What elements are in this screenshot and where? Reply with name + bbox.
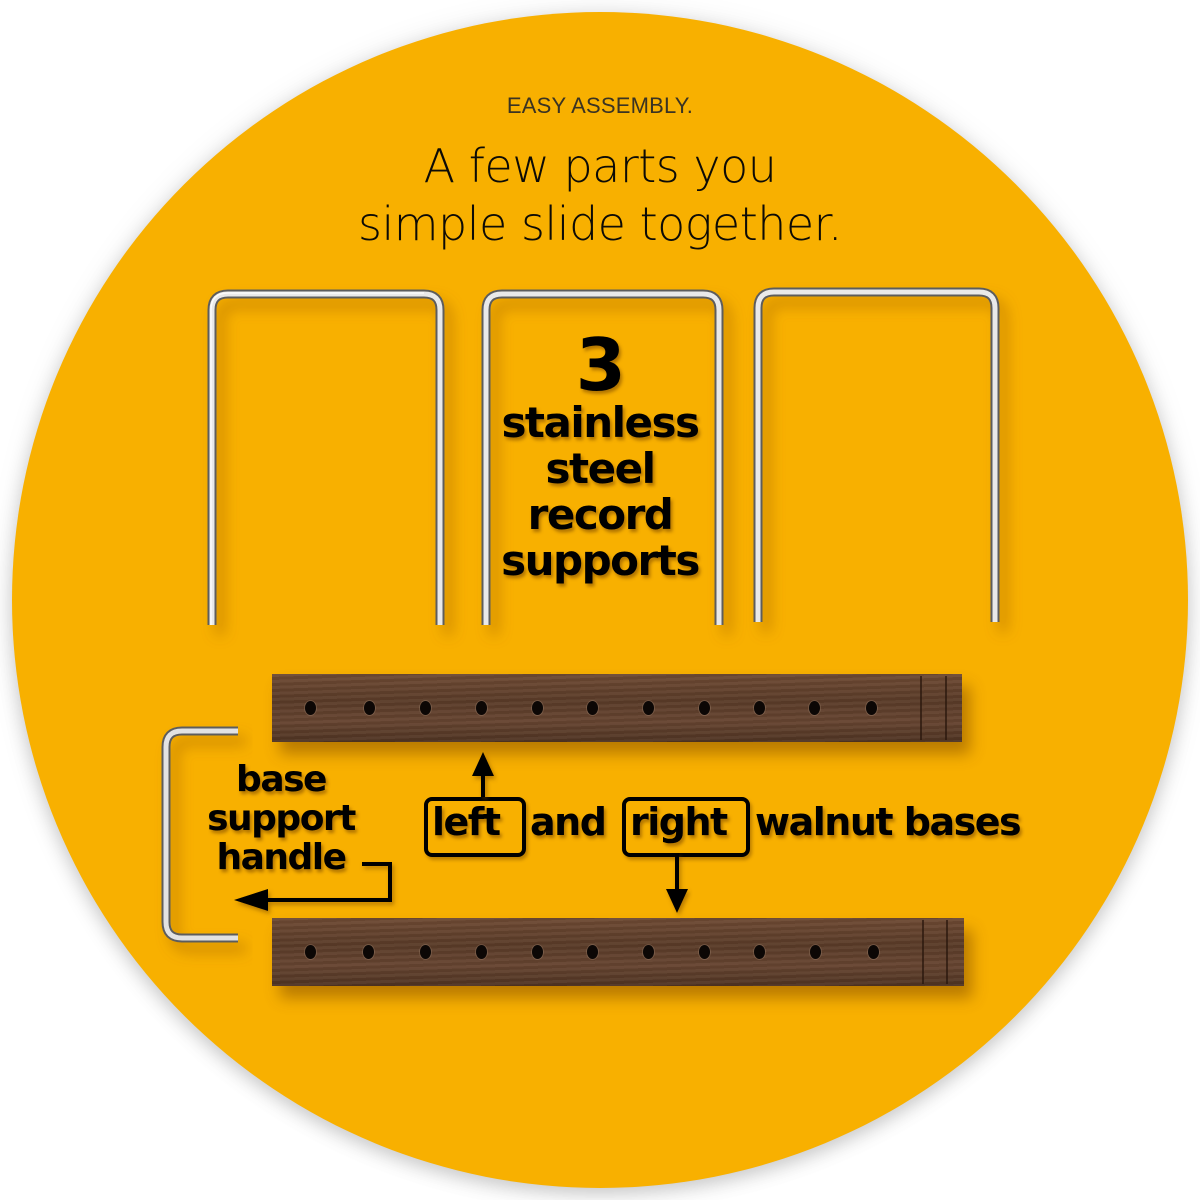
base-groove [946,920,948,984]
supports-callout: 3 stainless steel record supports [490,323,710,585]
base-hole [532,945,543,959]
right-label: right [630,800,728,844]
base-hole [532,701,543,715]
base-hole [699,701,710,715]
base-support-handle-icon [161,726,238,943]
right-walnut-base [272,918,964,986]
base-groove [920,676,922,740]
supports-line-1: stainless [501,398,700,447]
base-hole [809,701,820,715]
base-hole [587,701,598,715]
handle-line-3: handle [216,837,347,878]
record-support-2-icon [481,289,724,625]
supports-line-4: supports [501,536,700,585]
arrow-up-to-left-base-icon [472,752,494,797]
base-hole [810,945,821,959]
base-hole [305,945,316,959]
base-hole [699,945,710,959]
supports-line-3: record [527,490,674,539]
base-hole [420,945,431,959]
base-groove [922,920,924,984]
base-hole [868,945,879,959]
base-hole [754,945,765,959]
record-support-1-icon [207,289,445,625]
arrow-left-to-handle-icon [234,862,392,911]
eyebrow-text: EASY ASSEMBLY. [506,93,694,118]
right-label-box [622,797,750,857]
base-hole [866,701,877,715]
walnut-bases-label: walnut bases [755,800,1022,844]
headline: A few parts you simple slide together. [0,137,1200,253]
base-hole [476,701,487,715]
left-walnut-base [272,674,962,742]
left-label-box [424,797,526,857]
left-label: left [432,800,501,844]
headline-line-1: A few parts you [423,139,777,193]
base-hole [643,701,654,715]
headline-line-2: simple slide together. [358,197,843,251]
arrow-down-to-right-base-icon [666,853,688,913]
base-hole [476,945,487,959]
base-groove [945,676,947,740]
handle-line-2: support [207,798,356,839]
base-hole [420,701,431,715]
base-hole [643,945,654,959]
base-hole [305,701,316,715]
base-hole [754,701,765,715]
base-hole [364,701,375,715]
and-connector: and [530,800,607,844]
supports-count: 3 [575,323,626,407]
base-hole [363,945,374,959]
record-support-3-icon [753,287,1000,622]
supports-line-2: steel [545,444,656,493]
handle-line-1: base [236,759,327,800]
base-hole [587,945,598,959]
handle-callout: base support handle [186,760,376,877]
